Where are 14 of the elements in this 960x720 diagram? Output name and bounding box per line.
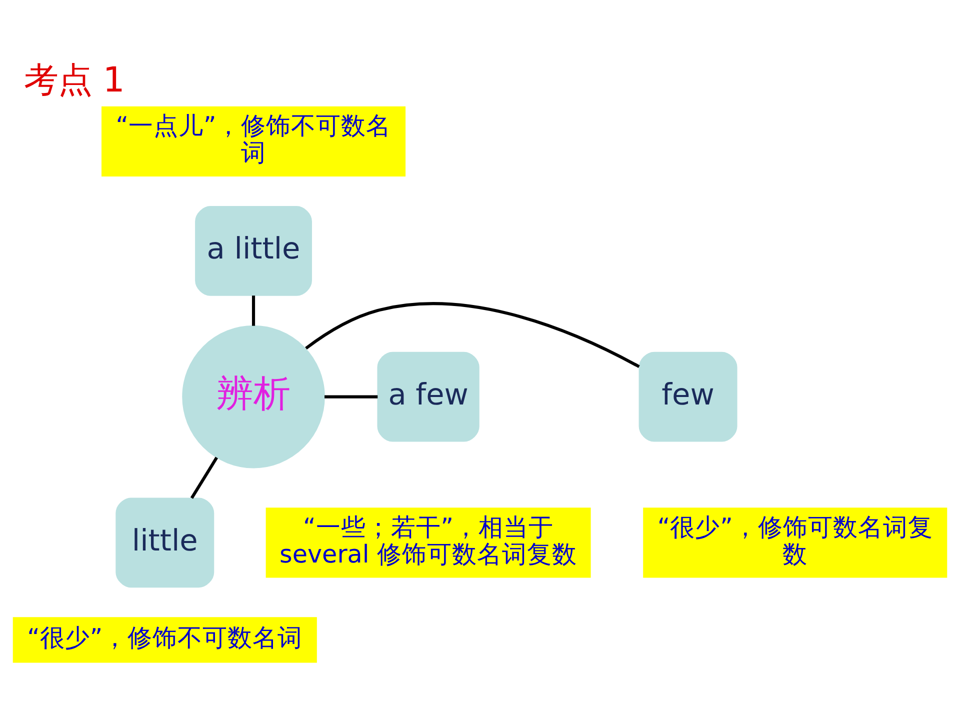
connector xyxy=(324,394,378,398)
node-box: a little xyxy=(195,206,312,296)
connector xyxy=(305,302,640,368)
node-label: “很少”，修饰不可数名词 xyxy=(27,622,303,652)
node-label: “很少”，修饰可数名词复数 xyxy=(657,512,933,568)
connector xyxy=(252,295,256,326)
connector xyxy=(190,456,218,498)
node-label: “一点儿”，修饰不可数名词 xyxy=(116,110,392,167)
node-box: a few xyxy=(377,351,480,442)
diagram-title: 考点 1 xyxy=(24,60,125,100)
node-box: few xyxy=(638,351,738,442)
node-circle: 辨析 xyxy=(182,324,325,468)
node-box: little xyxy=(116,497,214,588)
node-label: “一些；若干”，相当于 several 修饰可数名词复数 xyxy=(280,512,578,568)
